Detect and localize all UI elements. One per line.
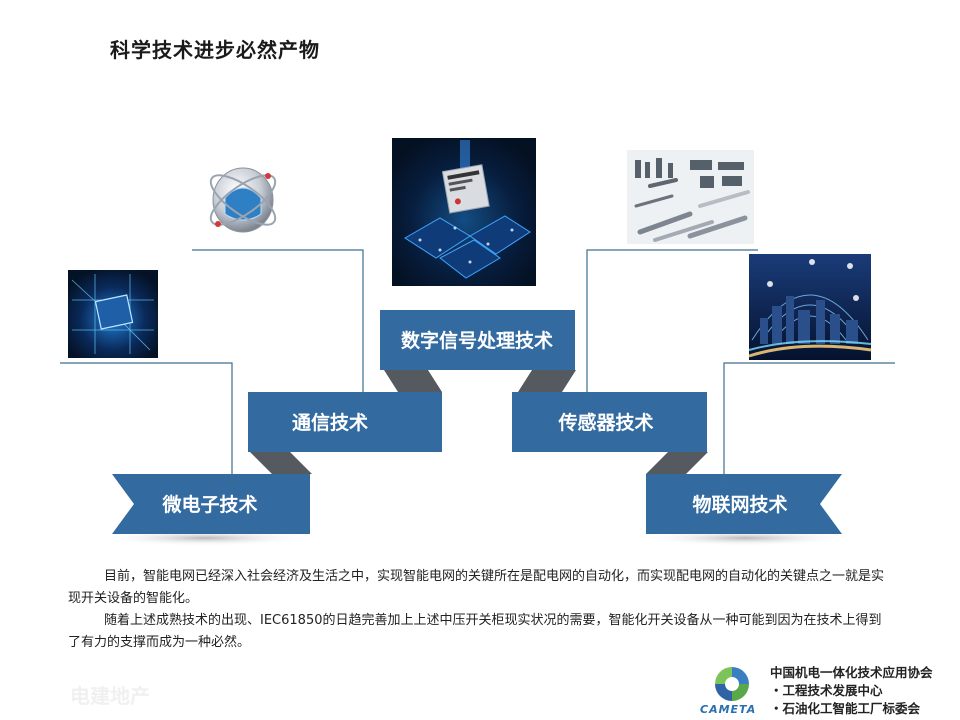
sphere-logo-image [209, 167, 277, 233]
box-comm [248, 392, 442, 452]
page-title: 科学技术进步必然产物 [110, 38, 320, 62]
org-line-1: 中国机电一体化技术应用协会 [770, 665, 933, 680]
iot-network-image [748, 254, 872, 360]
cameta-wordmark: CAMETA [700, 703, 757, 716]
organization-info: 中国机电一体化技术应用协会 ・工程技术发展中心 ・石油化工智能工厂标委会 [770, 664, 933, 718]
chip-circuit-image [68, 270, 158, 358]
org-line-2: ・工程技术发展中心 [770, 683, 883, 698]
paragraph-2: 随着上述成熟技术的出现、IEC61850的日趋完善加上上述中压开关柜现实状况的需… [68, 613, 882, 650]
org-line-3: ・石油化工智能工厂标委会 [770, 701, 921, 716]
label-sensor: 传感器技术 [557, 411, 653, 434]
connector-lines [60, 249, 895, 486]
label-dsp: 数字信号处理技术 [401, 329, 553, 352]
label-micro: 微电子技术 [161, 493, 257, 516]
description-text: 目前，智能电网已经深入社会经济及生活之中，实现智能电网的关键所在是配电网的自动化… [68, 566, 888, 654]
paragraph-1: 目前，智能电网已经深入社会经济及生活之中，实现智能电网的关键所在是配电网的自动化… [68, 569, 885, 606]
box-iot [646, 474, 842, 534]
box-micro [112, 474, 310, 534]
box-sensor [512, 392, 707, 452]
watermark: 电建地产 [70, 684, 150, 708]
dsp-chip-image [392, 138, 536, 286]
label-iot: 物联网技术 [692, 493, 787, 516]
cameta-logo-icon [715, 667, 749, 701]
label-comm: 通信技术 [292, 411, 368, 434]
box-dsp [380, 310, 575, 370]
sensors-image [627, 150, 754, 244]
fold-connectors [250, 370, 708, 474]
